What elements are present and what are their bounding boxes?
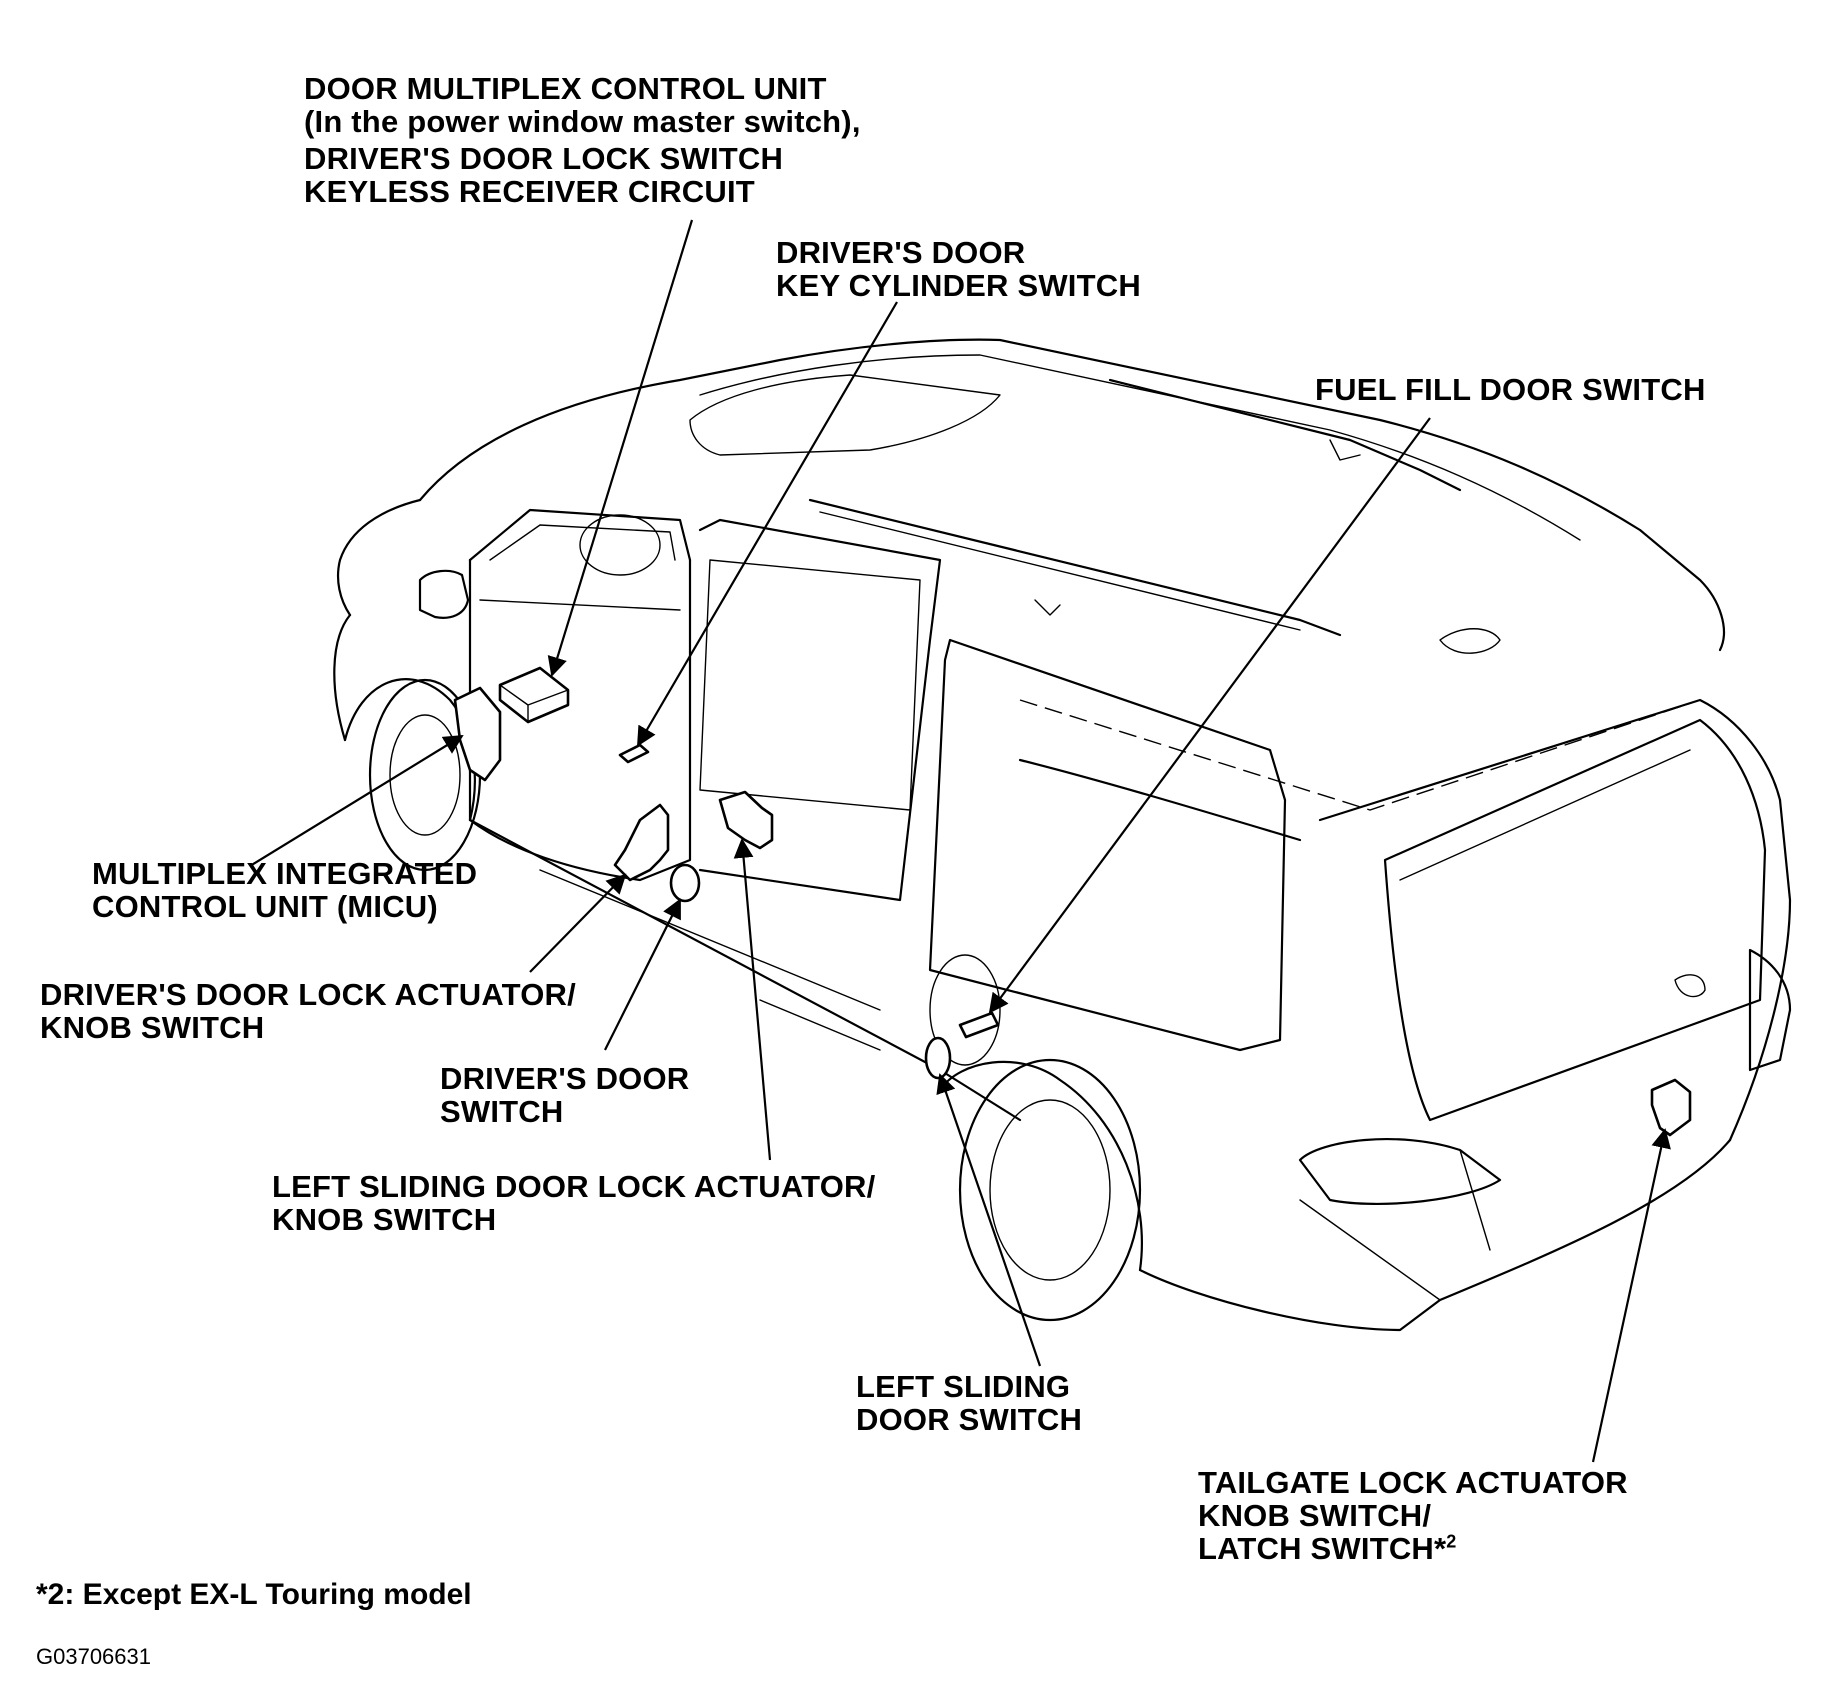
- footnote: *2: Except EX-L Touring model: [36, 1578, 472, 1611]
- label-line: TAILGATE LOCK ACTUATOR: [1198, 1465, 1628, 1500]
- leader-sliding-door-switch: [936, 1073, 1042, 1367]
- label-line: (In the power window master switch),: [304, 104, 861, 139]
- label-line: DRIVER'S DOOR LOCK SWITCH: [304, 141, 784, 176]
- driver-lock-actuator-shape: [613, 803, 670, 882]
- label-driver-door-lock-actuator: DRIVER'S DOOR LOCK ACTUATOR/ KNOB SWITCH: [40, 978, 576, 1044]
- label-line: LATCH SWITCH*2: [1198, 1532, 1628, 1565]
- label-line: DRIVER'S DOOR LOCK ACTUATOR/: [40, 977, 576, 1012]
- label-fuel-fill-door-switch: FUEL FILL DOOR SWITCH: [1315, 373, 1706, 406]
- leader-tailgate: [1591, 1128, 1671, 1463]
- label-line: LEFT SLIDING DOOR LOCK ACTUATOR/: [272, 1169, 876, 1204]
- leader-fuel-fill: [988, 417, 1431, 1014]
- leader-micu: [249, 734, 464, 867]
- label-door-multiplex-control-unit: DOOR MULTIPLEX CONTROL UNIT (In the powe…: [304, 72, 861, 208]
- label-line: KEY CYLINDER SWITCH: [776, 268, 1141, 303]
- label-line-text: LATCH SWITCH*: [1198, 1531, 1447, 1566]
- label-line: DRIVER'S DOOR: [776, 235, 1026, 270]
- sliding-door-switch-shape: [924, 1036, 952, 1080]
- leader-key-cylinder: [637, 301, 898, 747]
- leader-door-multiplex: [547, 219, 694, 677]
- label-tailgate-lock-actuator: TAILGATE LOCK ACTUATOR KNOB SWITCH/ LATC…: [1198, 1466, 1628, 1565]
- fuel-fill-switch-shape: [958, 1011, 1000, 1039]
- leader-sliding-lock-actuator: [733, 838, 772, 1161]
- key-cylinder-shape: [618, 743, 650, 764]
- door-multiplex-unit-shape: [498, 666, 570, 724]
- label-driver-door-switch: DRIVER'S DOOR SWITCH: [440, 1062, 689, 1128]
- sliding-lock-actuator-shape: [718, 790, 774, 850]
- label-line: MULTIPLEX INTEGRATED: [92, 856, 478, 891]
- leader-driver-lock-actuator: [529, 873, 627, 973]
- component-parts: [453, 666, 1692, 1137]
- label-line: DOOR SWITCH: [856, 1402, 1083, 1437]
- label-micu: MULTIPLEX INTEGRATED CONTROL UNIT (MICU): [92, 857, 477, 923]
- label-left-sliding-door-switch: LEFT SLIDING DOOR SWITCH: [856, 1370, 1082, 1436]
- label-line: LEFT SLIDING: [856, 1369, 1071, 1404]
- label-line: KNOB SWITCH: [40, 1010, 265, 1045]
- micu-shape: [453, 686, 502, 782]
- tailgate-actuator-shape: [1650, 1078, 1692, 1137]
- leader-lines: [249, 219, 1671, 1463]
- label-line: KEYLESS RECEIVER CIRCUIT: [304, 174, 755, 209]
- figure-id: G03706631: [36, 1644, 151, 1669]
- label-left-sliding-door-lock-actuator: LEFT SLIDING DOOR LOCK ACTUATOR/ KNOB SW…: [272, 1170, 875, 1236]
- label-key-cylinder-switch: DRIVER'S DOOR KEY CYLINDER SWITCH: [776, 236, 1141, 302]
- label-line: KNOB SWITCH: [272, 1202, 497, 1237]
- label-line: FUEL FILL DOOR SWITCH: [1315, 372, 1706, 407]
- label-line: SWITCH: [440, 1094, 564, 1129]
- footnote-marker: 2: [1446, 1531, 1457, 1552]
- label-line: CONTROL UNIT (MICU): [92, 889, 438, 924]
- label-line: DRIVER'S DOOR: [440, 1061, 690, 1096]
- label-line: DOOR MULTIPLEX CONTROL UNIT: [304, 71, 827, 106]
- leader-driver-door-switch: [604, 898, 681, 1051]
- driver-door-switch-shape: [669, 863, 701, 903]
- label-line: KNOB SWITCH/: [1198, 1498, 1432, 1533]
